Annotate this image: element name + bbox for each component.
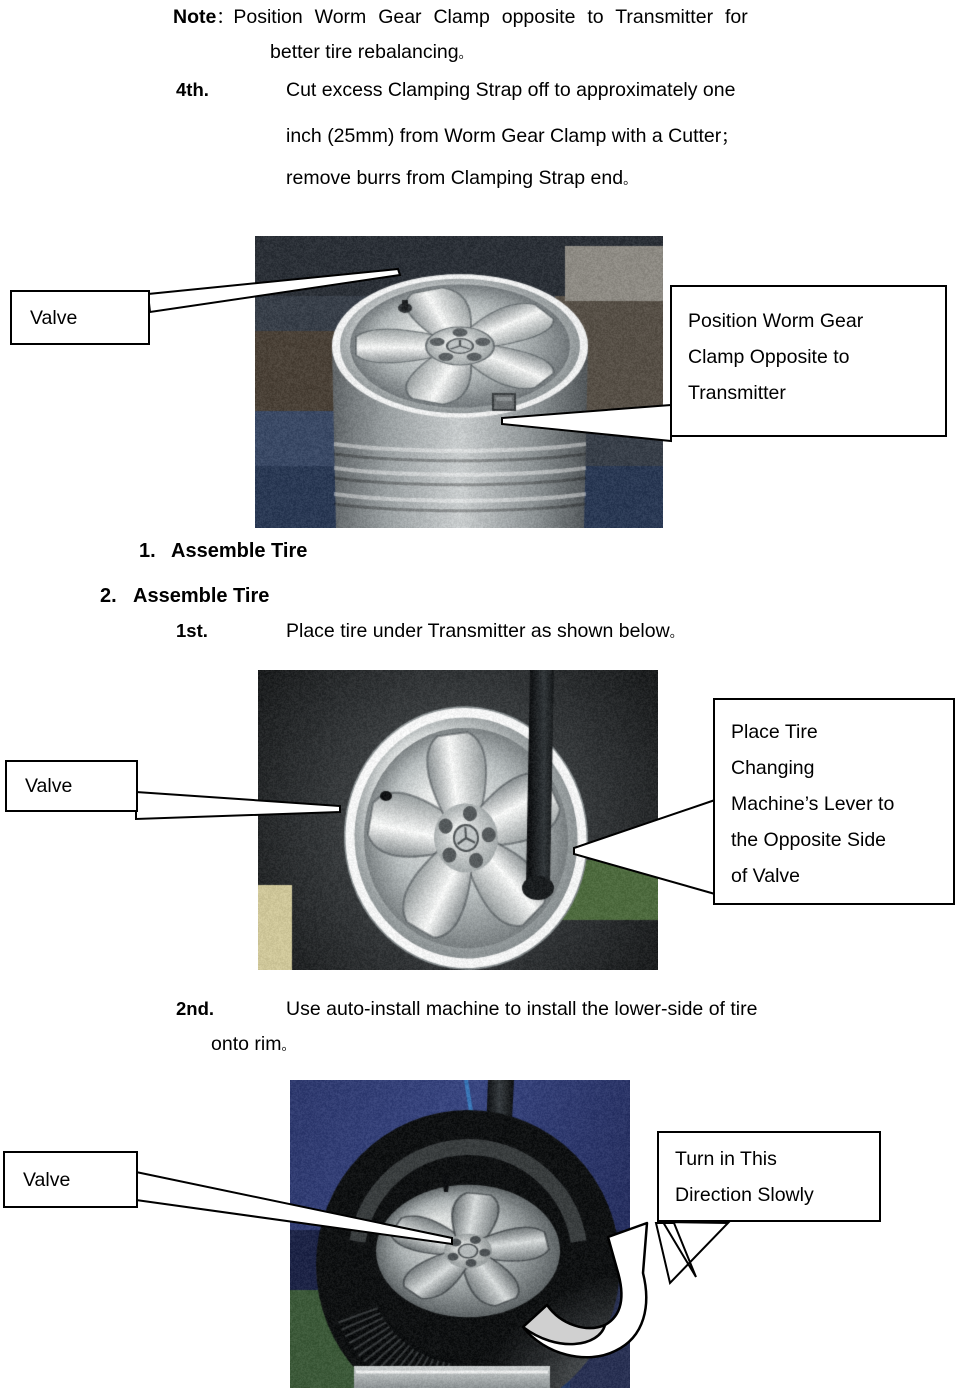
figure-3-valve-callout: Valve bbox=[3, 1151, 138, 1208]
step-1st-number: 1st. bbox=[176, 620, 208, 642]
list-item-assemble-tire-1: 1.Assemble Tire bbox=[139, 540, 307, 563]
note-line-1: Position Worm Gear Clamp opposite to Tra… bbox=[233, 6, 747, 28]
figure-1-valve-callout: Valve bbox=[10, 290, 150, 345]
step-4th-number: 4th. bbox=[176, 79, 209, 101]
figure-1-clamp-line-3: Transmitter bbox=[672, 375, 945, 411]
step-4th-line-1: Cut excess Clamping Strap off to approxi… bbox=[286, 79, 735, 102]
figure-2-lever-line-4: the Opposite Side bbox=[715, 822, 953, 858]
figure-2-lever-line-1: Place Tire bbox=[715, 714, 953, 750]
step-4th-line-3-period: 。 bbox=[623, 173, 636, 188]
figure-1-valve-label: Valve bbox=[12, 300, 77, 336]
step-4th-line-2-row: inch (25mm) from Worm Gear Clamp with a … bbox=[286, 123, 737, 148]
figure-2-lever-line-2: Changing bbox=[715, 750, 953, 786]
figure-3-photo bbox=[290, 1080, 630, 1388]
figure-1-clamp-line-1: Position Worm Gear bbox=[672, 303, 945, 339]
note-line-2: better tire rebalancing bbox=[270, 41, 459, 63]
note-label: Note bbox=[173, 6, 216, 28]
note-line-2-period: 。 bbox=[459, 47, 472, 62]
note-colon: ： bbox=[216, 8, 233, 28]
step-4th-line-3-row: remove burrs from Clamping Strap end。 bbox=[286, 167, 636, 190]
note-paragraph: Note：Position Worm Gear Clamp opposite t… bbox=[173, 0, 903, 36]
step-2nd-period: 。 bbox=[281, 1039, 294, 1054]
figure-2-photo bbox=[258, 670, 658, 970]
figure-2-valve-callout: Valve bbox=[5, 760, 138, 812]
figure-3-turn-line-1: Turn in This bbox=[659, 1141, 879, 1177]
step-2nd-line-2-row: onto rim。 bbox=[211, 1033, 294, 1056]
list-item-1-label: Assemble Tire bbox=[171, 540, 307, 562]
list-item-assemble-tire-2: 2.Assemble Tire bbox=[100, 585, 269, 608]
figure-2-lever-line-5: of Valve bbox=[715, 858, 953, 894]
step-2nd-line-1: Use auto-install machine to install the … bbox=[286, 998, 757, 1021]
step-4th-line-2: inch (25mm) from Worm Gear Clamp with a … bbox=[286, 125, 721, 147]
figure-1-photo bbox=[255, 236, 663, 528]
step-1st-text-row: Place tire under Transmitter as shown be… bbox=[286, 620, 683, 643]
step-4th-line-2-punct: ； bbox=[721, 127, 737, 146]
step-1st-period: 。 bbox=[670, 626, 683, 641]
list-item-2-number: 2. bbox=[100, 585, 133, 608]
figure-3-turn-callout: Turn in This Direction Slowly bbox=[657, 1131, 881, 1222]
figure-1-clamp-line-2: Clamp Opposite to bbox=[672, 339, 945, 375]
figure-3-turn-leader bbox=[600, 1215, 800, 1335]
step-4th-line-3: remove burrs from Clamping Strap end bbox=[286, 167, 623, 189]
figure-2-lever-callout: Place Tire Changing Machine’s Lever to t… bbox=[713, 698, 955, 905]
note-line-2-row: better tire rebalancing。 bbox=[270, 35, 472, 72]
step-2nd-number: 2nd. bbox=[176, 998, 214, 1020]
list-item-2-label: Assemble Tire bbox=[133, 585, 269, 607]
figure-2-valve-label: Valve bbox=[7, 768, 72, 804]
figure-2-lever-line-3: Machine’s Lever to bbox=[715, 786, 953, 822]
step-2nd-line-2: onto rim bbox=[211, 1033, 281, 1055]
list-item-1-number: 1. bbox=[139, 540, 171, 563]
figure-3-turn-line-2: Direction Slowly bbox=[659, 1177, 879, 1213]
figure-3-valve-label: Valve bbox=[5, 1162, 70, 1198]
figure-1-clamp-callout: Position Worm Gear Clamp Opposite to Tra… bbox=[670, 285, 947, 437]
step-1st-text: Place tire under Transmitter as shown be… bbox=[286, 620, 670, 642]
